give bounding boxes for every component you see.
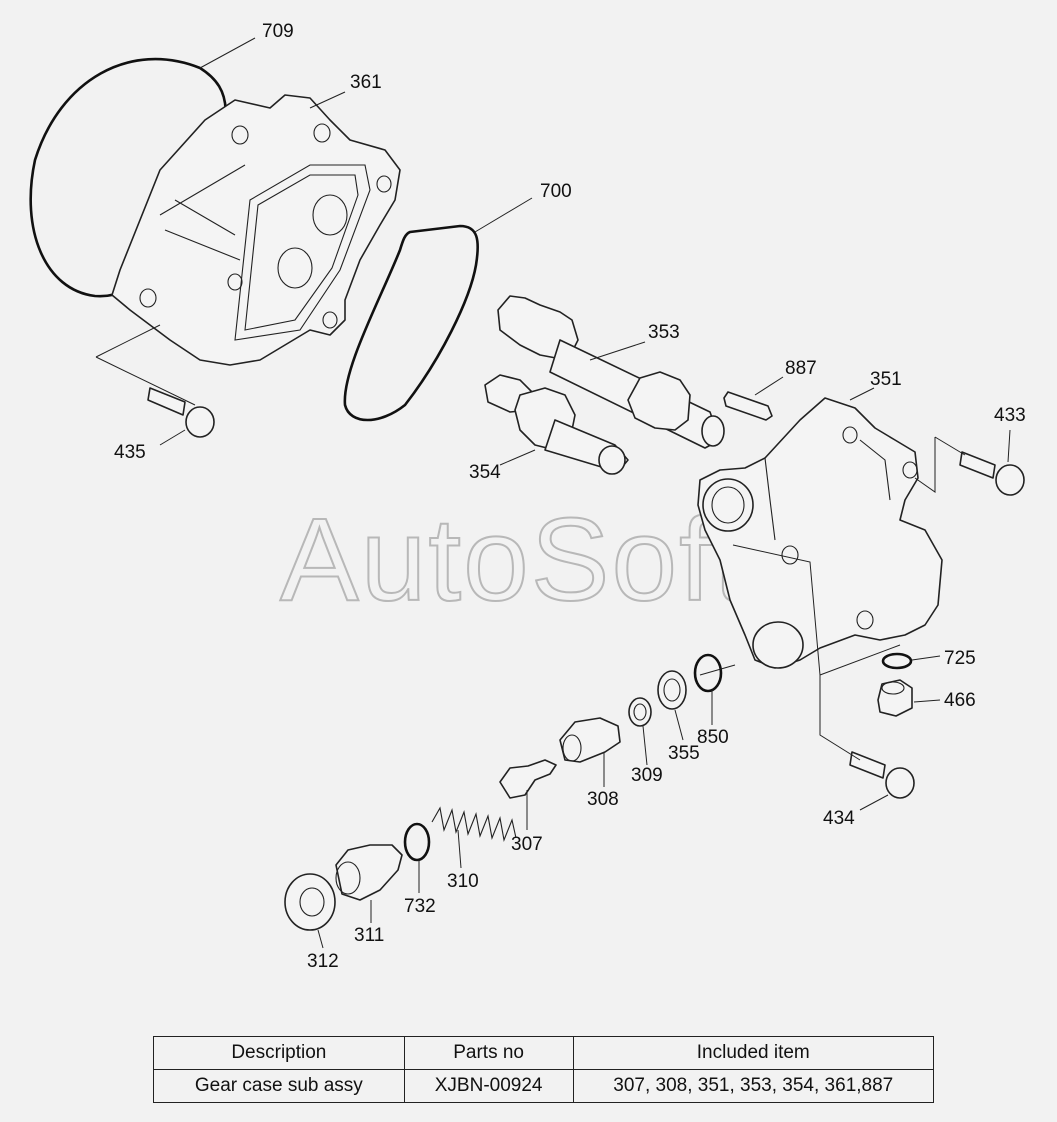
callout-311: 311 — [354, 925, 384, 946]
callout-709: 709 — [262, 21, 294, 42]
callout-732: 732 — [404, 896, 436, 917]
callout-850: 850 — [697, 727, 729, 748]
exploded-parts-diagram: AutoSoft — [29, 21, 1026, 972]
callout-309: 309 — [631, 765, 663, 786]
callout-887: 887 — [785, 358, 817, 379]
callout-353: 353 — [648, 322, 680, 343]
callout-435: 435 — [114, 442, 146, 463]
part-700-seal — [343, 224, 480, 422]
callout-725: 725 — [944, 648, 976, 669]
callout-312: 312 — [307, 951, 339, 972]
cell-included-item: 307, 308, 351, 353, 354, 361,887 — [572, 1069, 935, 1103]
callout-labels: 709 361 700 353 887 351 433 435 354 725 … — [114, 21, 1026, 972]
cell-description: Gear case sub assy — [153, 1069, 405, 1103]
header-description: Description — [153, 1036, 405, 1070]
callout-307: 307 — [511, 834, 543, 855]
callout-354: 354 — [469, 462, 501, 483]
part-466-plug — [877, 679, 913, 717]
callout-466: 466 — [944, 690, 976, 711]
part-355-bushing — [657, 670, 687, 710]
parts-table: Description Parts no Included item Gear … — [153, 1036, 935, 1103]
table-row: Gear case sub assy XJBN-00924 307, 308, … — [153, 1069, 935, 1103]
callout-351: 351 — [870, 369, 902, 390]
part-433-bolt — [959, 451, 1025, 496]
header-included-item: Included item — [572, 1036, 935, 1070]
callout-700: 700 — [540, 181, 572, 202]
part-354-driven-gear — [484, 374, 629, 475]
callout-361: 361 — [350, 72, 382, 93]
callout-310: 310 — [447, 871, 479, 892]
watermark: AutoSoft — [280, 494, 749, 626]
part-353-drive-gear-shaft — [497, 295, 725, 449]
part-351-gear-case — [697, 397, 943, 669]
part-725-oring — [881, 652, 913, 670]
part-309-ring — [628, 697, 652, 727]
part-850-snap-ring — [693, 653, 723, 693]
part-361-cover — [111, 94, 401, 366]
part-887-pin — [723, 391, 773, 421]
part-434-bolt — [849, 751, 915, 799]
part-435-bolt — [147, 387, 215, 438]
part-308-sleeve — [559, 717, 621, 763]
callout-308: 308 — [587, 789, 619, 810]
part-312-nut — [284, 873, 336, 931]
leader-lines — [95, 37, 1011, 949]
cell-parts-no: XJBN-00924 — [403, 1069, 574, 1103]
part-310-spring — [431, 806, 517, 842]
part-732-oring — [403, 822, 431, 862]
callout-355: 355 — [668, 743, 700, 764]
callout-434: 434 — [823, 808, 855, 829]
callout-433: 433 — [994, 405, 1026, 426]
part-307-poppet — [499, 759, 557, 799]
part-311-plug — [335, 844, 403, 901]
table-header-row: Description Parts no Included item — [153, 1036, 935, 1070]
header-parts-no: Parts no — [403, 1036, 574, 1070]
